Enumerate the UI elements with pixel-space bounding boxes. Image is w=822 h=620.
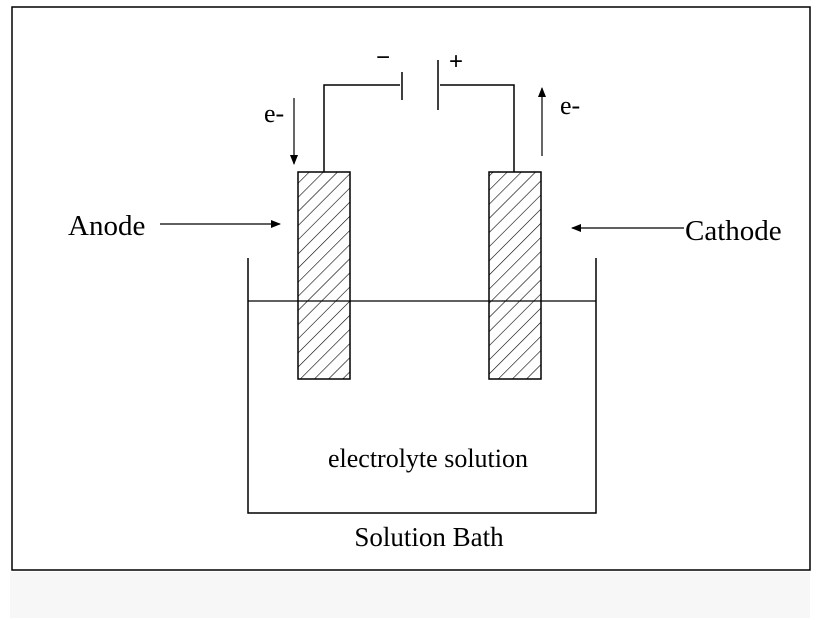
bottom-strip [10,572,810,618]
cathode-label: Cathode [685,215,782,247]
battery-plus-sign: + [449,48,463,75]
electrolyte-solution-label: electrolyte solution [328,444,528,473]
cathode-electrode [488,171,542,380]
anode-label: Anode [68,210,145,242]
solution-bath-label: Solution Bath [354,522,504,552]
cathode-wire [440,84,515,172]
electron-label-right: e- [560,91,580,120]
solution-bath-container [247,258,597,514]
anode-wire [323,84,400,172]
battery-minus-sign: − [376,44,390,71]
electron-label-left: e- [264,99,284,128]
figure-frame [11,6,811,571]
anode-electrode [297,171,351,380]
